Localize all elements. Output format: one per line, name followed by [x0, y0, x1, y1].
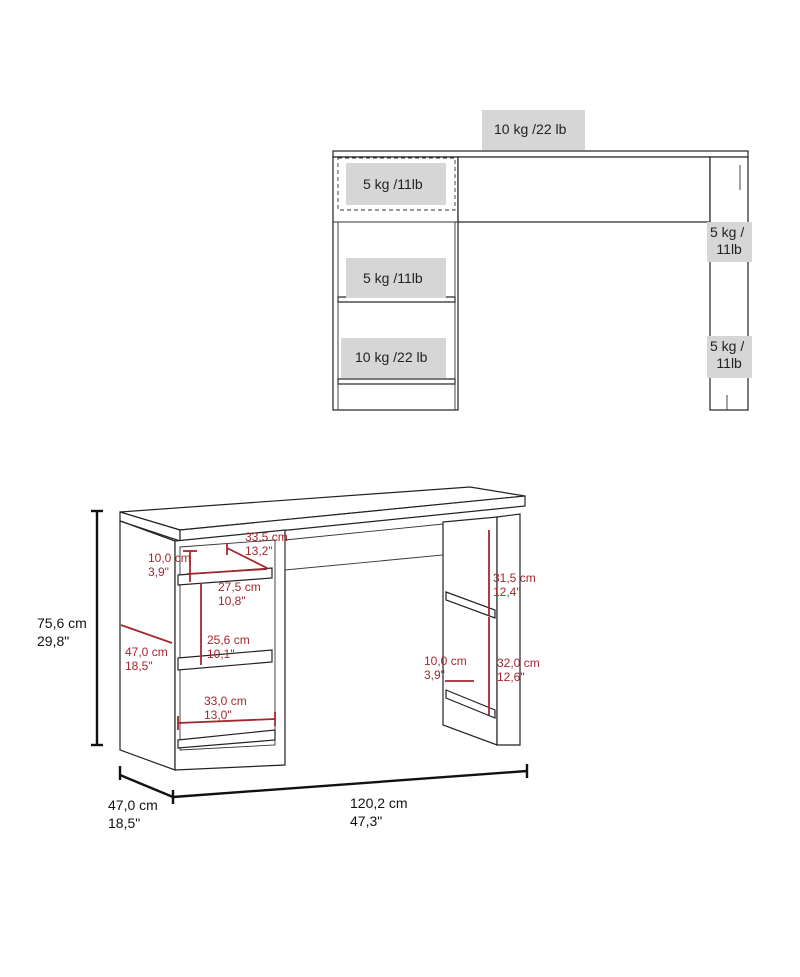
right-upper-load-box [707, 222, 752, 262]
inner-dimension-lines [120, 530, 490, 730]
isometric-desk [119, 486, 526, 771]
right-lower-load-label: 5 kg /11lb [710, 338, 745, 371]
bottom-shelf-load-label: 10 kg /22 lb [355, 349, 428, 365]
right-upper-load-label: 5 kg /11lb [710, 224, 745, 257]
drawer-load-label: 5 kg /11lb [363, 176, 423, 192]
top-load-label: 10 kg /22 lb [494, 121, 567, 137]
right-lower-load-box [707, 336, 752, 378]
overall-dimension-lines [91, 509, 529, 804]
top-load-box [482, 110, 585, 150]
front-elevation [332, 110, 752, 411]
drawer-load-box [346, 163, 446, 205]
middle-shelf-load-box [346, 258, 446, 298]
middle-shelf-load-label: 5 kg /11lb [363, 270, 423, 286]
bottom-shelf-load-box [341, 338, 446, 378]
